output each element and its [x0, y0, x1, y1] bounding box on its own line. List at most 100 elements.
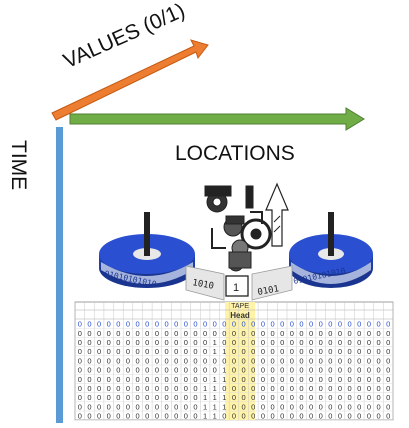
tape-table-cell: 0	[174, 402, 178, 411]
tape-table-cell: 0	[145, 393, 149, 402]
tape-table-cell: 1	[222, 347, 226, 356]
tape-table-cell: 0	[357, 384, 361, 393]
tape-table-cell: 0	[116, 338, 120, 347]
tape-table-cell: 0	[328, 375, 332, 384]
tape-table-cell: 0	[319, 402, 323, 411]
tape-table-cell: 0	[348, 320, 352, 329]
tape-table-cell: 0	[87, 366, 91, 375]
tape-table-cell: 0	[309, 366, 313, 375]
tape-table-cell: 0	[164, 356, 168, 365]
tape-table-cell: 0	[338, 338, 342, 347]
tape-table-cell: 0	[251, 393, 255, 402]
tape-table-cell: 0	[251, 402, 255, 411]
tape-table-cell: 0	[184, 320, 188, 329]
tape-table-cell: 0	[299, 366, 303, 375]
tape-table-cell: 0	[136, 347, 140, 356]
tape-table-cell: 0	[348, 412, 352, 421]
tape-table-cell: 0	[97, 412, 101, 421]
tape-table-cell: 0	[280, 402, 284, 411]
tape-table-cell: 0	[126, 375, 130, 384]
head-box	[225, 275, 249, 297]
tape-table-cell: 0	[87, 320, 91, 329]
tape-table-cell: 0	[116, 329, 120, 338]
tape-table-cell: 0	[193, 393, 197, 402]
tape-table-cell: 0	[309, 375, 313, 384]
time-axis-bar	[56, 127, 63, 423]
tape-table-cell: 0	[367, 375, 371, 384]
tape-table-cell: 0	[222, 384, 226, 393]
tape-table-cell: 0	[136, 338, 140, 347]
tape-table-cell: 0	[386, 366, 390, 375]
tape-table-cell: 0	[386, 412, 390, 421]
tape-table-cell: 0	[193, 329, 197, 338]
tape-table-cell: 0	[367, 338, 371, 347]
tape-table-cell: 0	[367, 412, 371, 421]
tape-table-cell: 0	[145, 356, 149, 365]
tape-table-cell: 0	[107, 320, 111, 329]
tape-table-cell: 0	[328, 393, 332, 402]
tape-table-cell: 0	[251, 356, 255, 365]
tape-table-cell: 0	[78, 329, 82, 338]
tape-table-cell: 0	[280, 412, 284, 421]
tape-table-cell: 0	[299, 320, 303, 329]
tape-table-cell: 0	[242, 356, 246, 365]
tape-table-cell: 0	[261, 366, 265, 375]
tape-table-cell: 0	[232, 347, 236, 356]
tape-table-cell: 0	[116, 393, 120, 402]
tape-table-cell: 0	[87, 412, 91, 421]
tape-table-cell: 0	[309, 329, 313, 338]
tape-table-cell: 0	[386, 384, 390, 393]
tape-table-cell: 0	[328, 412, 332, 421]
tape-table-cell: 0	[107, 338, 111, 347]
tape-table-cell: 0	[145, 375, 149, 384]
tape-table-cell: 0	[328, 402, 332, 411]
tape-table-cell: 0	[290, 375, 294, 384]
mid-left-tape-text: 1010	[191, 278, 214, 292]
tape-table-cell: 0	[87, 393, 91, 402]
tape-table-cell: 0	[338, 356, 342, 365]
tape-table-cell: 0	[299, 375, 303, 384]
tape-table-cell: 1	[203, 402, 207, 411]
tape-table-cell: 0	[367, 356, 371, 365]
tape-table-cell: 0	[367, 384, 371, 393]
tape-table-cell: 0	[78, 393, 82, 402]
tape-table-cell: 0	[348, 329, 352, 338]
tape-table-cell: 0	[348, 366, 352, 375]
tape-table-cell: 0	[357, 320, 361, 329]
tape-table-cell: 0	[97, 320, 101, 329]
tape-table-cell: 0	[338, 412, 342, 421]
tape-table-cell: 0	[126, 402, 130, 411]
tape-table-cell: 1	[222, 393, 226, 402]
tape-table-cell: 0	[328, 320, 332, 329]
tape-table-cell: 0	[376, 402, 380, 411]
tape-table-cell: 0	[299, 384, 303, 393]
tape-table-cell: 0	[155, 393, 159, 402]
locations-arrow	[69, 107, 365, 131]
tape-table-cell: 0	[78, 338, 82, 347]
tape-table-cell: 0	[309, 356, 313, 365]
tape-table-cell: 0	[242, 347, 246, 356]
tape-table-cell: 0	[136, 384, 140, 393]
tape-table-cell: 0	[328, 356, 332, 365]
tape-table-cell: 0	[164, 402, 168, 411]
tape-table-cell: 0	[319, 384, 323, 393]
tape-table-cell: 0	[78, 366, 82, 375]
tape-table-cell: 0	[97, 384, 101, 393]
tape-table-cell: 0	[126, 320, 130, 329]
tape-table-cell: 0	[338, 329, 342, 338]
tape-table-cell: 0	[376, 384, 380, 393]
tape-table-cell: 0	[270, 384, 274, 393]
tape-table-cell: 0	[126, 347, 130, 356]
tape-table-cell: 0	[193, 402, 197, 411]
tape-table-cell: 0	[367, 366, 371, 375]
tape-table-cell: 0	[386, 402, 390, 411]
tape-table-cell: 0	[164, 338, 168, 347]
tape-table-cell: 0	[126, 329, 130, 338]
tape-table-cell: 0	[309, 393, 313, 402]
head-column-highlight	[225, 302, 255, 420]
tape-table-cell: 0	[232, 375, 236, 384]
tape-table-cell: 0	[78, 347, 82, 356]
tape-table-cell: 0	[261, 338, 265, 347]
tape-table-cell: 0	[116, 366, 120, 375]
